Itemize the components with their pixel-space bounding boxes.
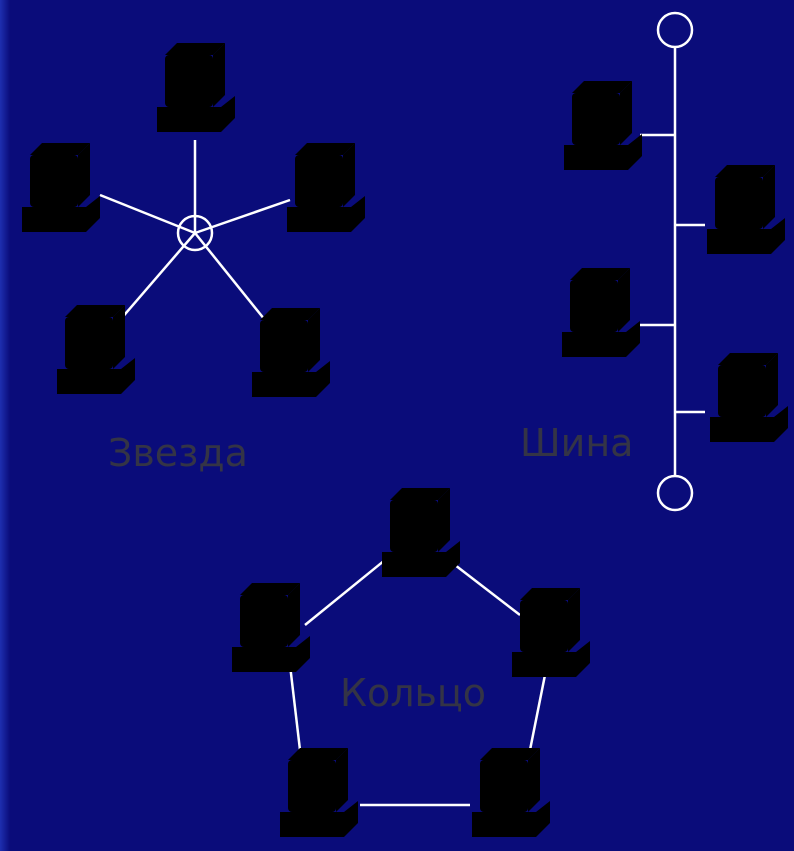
ring-computer-right bbox=[512, 588, 590, 677]
star-computer-right bbox=[287, 143, 365, 232]
bus-computer-3 bbox=[562, 268, 640, 357]
star-hub-node bbox=[176, 214, 214, 252]
ring-computer-left bbox=[232, 583, 310, 672]
slide-left-edge bbox=[0, 0, 10, 851]
ring-computer-bottom-left bbox=[280, 748, 358, 837]
star-label: Звезда bbox=[108, 431, 248, 475]
bus-terminator-bottom bbox=[656, 474, 694, 512]
star-computer-bottom-left bbox=[57, 305, 135, 394]
ring-topology: Кольцо bbox=[232, 488, 590, 837]
star-computer-left bbox=[22, 143, 100, 232]
bus-label: Шина bbox=[520, 421, 633, 465]
bus-computer-4 bbox=[710, 353, 788, 442]
star-links bbox=[99, 140, 291, 321]
star-topology: Звезда bbox=[22, 43, 365, 475]
ring-computer-bottom-right bbox=[472, 748, 550, 837]
ring-computer-top bbox=[382, 488, 460, 577]
star-computer-bottom-right bbox=[252, 308, 330, 397]
bus-topology: Шина bbox=[520, 11, 788, 512]
ring-label: Кольцо bbox=[340, 671, 486, 715]
bus-links bbox=[640, 133, 705, 414]
ring-links bbox=[288, 559, 547, 807]
bus-terminator-top bbox=[656, 11, 694, 49]
bus-computer-2 bbox=[707, 165, 785, 254]
star-computer-top bbox=[157, 43, 235, 132]
bus-computer-1 bbox=[564, 81, 642, 170]
